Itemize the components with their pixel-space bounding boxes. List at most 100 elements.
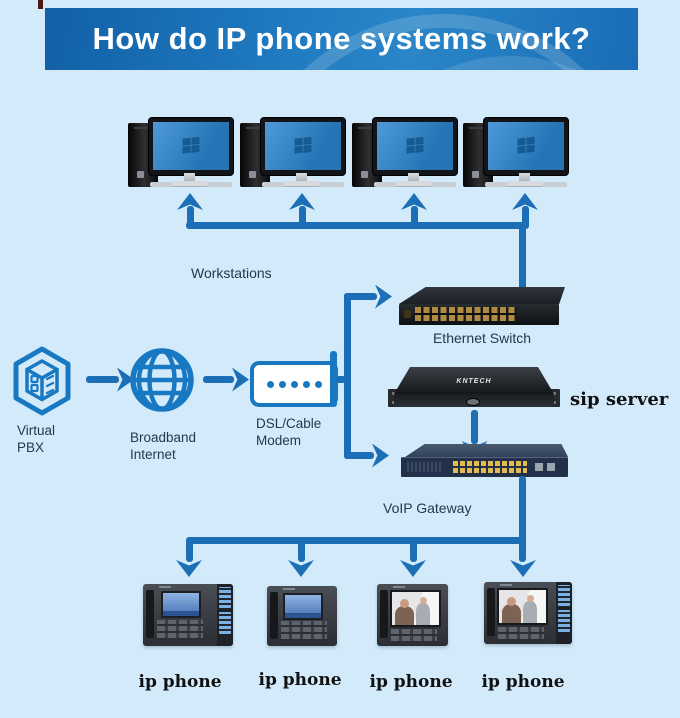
monitor-screen — [377, 122, 453, 170]
ethernet-switch-device — [399, 287, 565, 325]
monitor-screen — [265, 122, 341, 170]
phone-handset — [270, 592, 278, 639]
module-keys — [558, 610, 570, 632]
phone-video-screen — [390, 590, 441, 627]
connector-shaft — [410, 206, 418, 229]
monitor-base — [171, 181, 208, 186]
server-gateway-shaft — [471, 410, 478, 444]
modem-line2: Modem — [256, 433, 302, 448]
connector-shaft — [297, 540, 305, 562]
gateway-uplink-port-1 — [535, 463, 543, 471]
voip-gateway-label: VoIP Gateway — [383, 500, 472, 516]
monitor — [483, 117, 569, 176]
sip-server-device: KNTECH — [388, 367, 560, 410]
artifact-mark — [38, 0, 43, 9]
module-keys — [219, 587, 231, 609]
phone-video-screen — [497, 588, 548, 625]
ip-phone-1 — [143, 584, 233, 646]
phone-brand-mark — [393, 586, 405, 588]
virtual-pbx-icon — [13, 346, 71, 416]
gateway-vents — [407, 462, 441, 472]
workstation-bus — [186, 222, 526, 229]
windows-logo-icon — [517, 136, 535, 154]
dsl-cable-modem-icon — [250, 361, 338, 407]
server-front-face — [394, 394, 554, 407]
rack-ear-right — [549, 389, 560, 407]
monitor-neck — [408, 173, 419, 182]
gateway-bus-drop — [519, 476, 526, 562]
virtual-pbx-line2: PBX — [17, 440, 45, 455]
arrow-down-phone-4 — [510, 560, 536, 577]
ip-phone-label-4: ip phone — [481, 672, 565, 692]
voip-gateway-device — [401, 444, 568, 477]
workstations-label: Workstations — [191, 265, 272, 281]
monitor — [260, 117, 346, 176]
broadband-internet-label: Broadband Internet — [130, 429, 196, 463]
server-brand-logo: KNTECH — [456, 378, 492, 385]
video-person — [527, 595, 534, 602]
gateway-front-face — [401, 457, 568, 477]
monitor-base — [506, 181, 543, 186]
monitor-neck — [296, 173, 307, 182]
connector-shaft — [185, 540, 193, 562]
phone-handset — [487, 588, 495, 637]
ip-phone-label-2: ip phone — [258, 670, 342, 690]
gateway-ports — [453, 461, 527, 473]
broadband-line2: Internet — [130, 447, 176, 462]
connector-shaft — [409, 540, 417, 562]
video-person — [502, 604, 521, 623]
arrow-right-switch — [375, 284, 392, 309]
phone-keypad — [281, 621, 327, 641]
arrow-right-modem — [232, 367, 249, 392]
switch-slot — [519, 313, 549, 316]
broadband-internet-icon — [130, 348, 194, 412]
monitor-base — [283, 181, 320, 186]
ip-phone-2 — [267, 586, 337, 646]
switch-ports — [415, 307, 517, 321]
monitor-screen — [153, 122, 229, 170]
phone-brand-mark — [283, 588, 295, 590]
monitor — [148, 117, 234, 176]
module-keys — [219, 612, 231, 634]
modem-line1: DSL/Cable — [256, 416, 322, 431]
pbx-internet-shaft — [86, 376, 119, 383]
switch-top-face — [399, 287, 565, 304]
workstation-4 — [455, 117, 569, 191]
arrow-right-gateway — [372, 443, 389, 468]
connector-shaft — [186, 206, 194, 229]
branch-to-switch — [344, 293, 377, 300]
arrow-down-phone-2 — [288, 560, 314, 577]
internet-modem-shaft — [203, 376, 234, 383]
ip-phone-4 — [484, 582, 572, 644]
gateway-top-face — [405, 444, 568, 457]
branch-to-gateway — [344, 452, 374, 459]
phone-side-module — [556, 582, 572, 644]
phone-side-module — [217, 584, 233, 646]
phone-bus — [186, 537, 526, 544]
virtual-pbx-line1: Virtual — [17, 423, 56, 438]
switch-uplink-port — [404, 310, 411, 318]
windows-logo-icon — [294, 136, 312, 154]
ip-phone-label-3: ip phone — [369, 672, 453, 692]
sip-server-label: sip server — [570, 389, 669, 410]
phone-handset — [380, 590, 388, 639]
video-person — [416, 603, 430, 625]
video-person — [507, 597, 516, 606]
phone-brand-mark — [159, 586, 171, 588]
phone-handset — [146, 590, 154, 639]
server-button — [466, 398, 480, 406]
monitor-screen — [488, 122, 564, 170]
rack-ear-left — [388, 389, 399, 407]
modem-trunk-link — [336, 376, 346, 383]
workstation-1 — [120, 117, 234, 191]
phone-lcd-screen — [161, 591, 201, 618]
windows-logo-icon — [182, 136, 200, 154]
video-person — [395, 606, 414, 625]
windows-logo-icon — [406, 136, 424, 154]
workstation-2 — [232, 117, 346, 191]
page-title: How do IP phone systems work? — [92, 21, 591, 56]
arrow-down-phone-3 — [400, 560, 426, 577]
video-person — [400, 599, 409, 608]
ip-phone-3 — [377, 584, 448, 646]
